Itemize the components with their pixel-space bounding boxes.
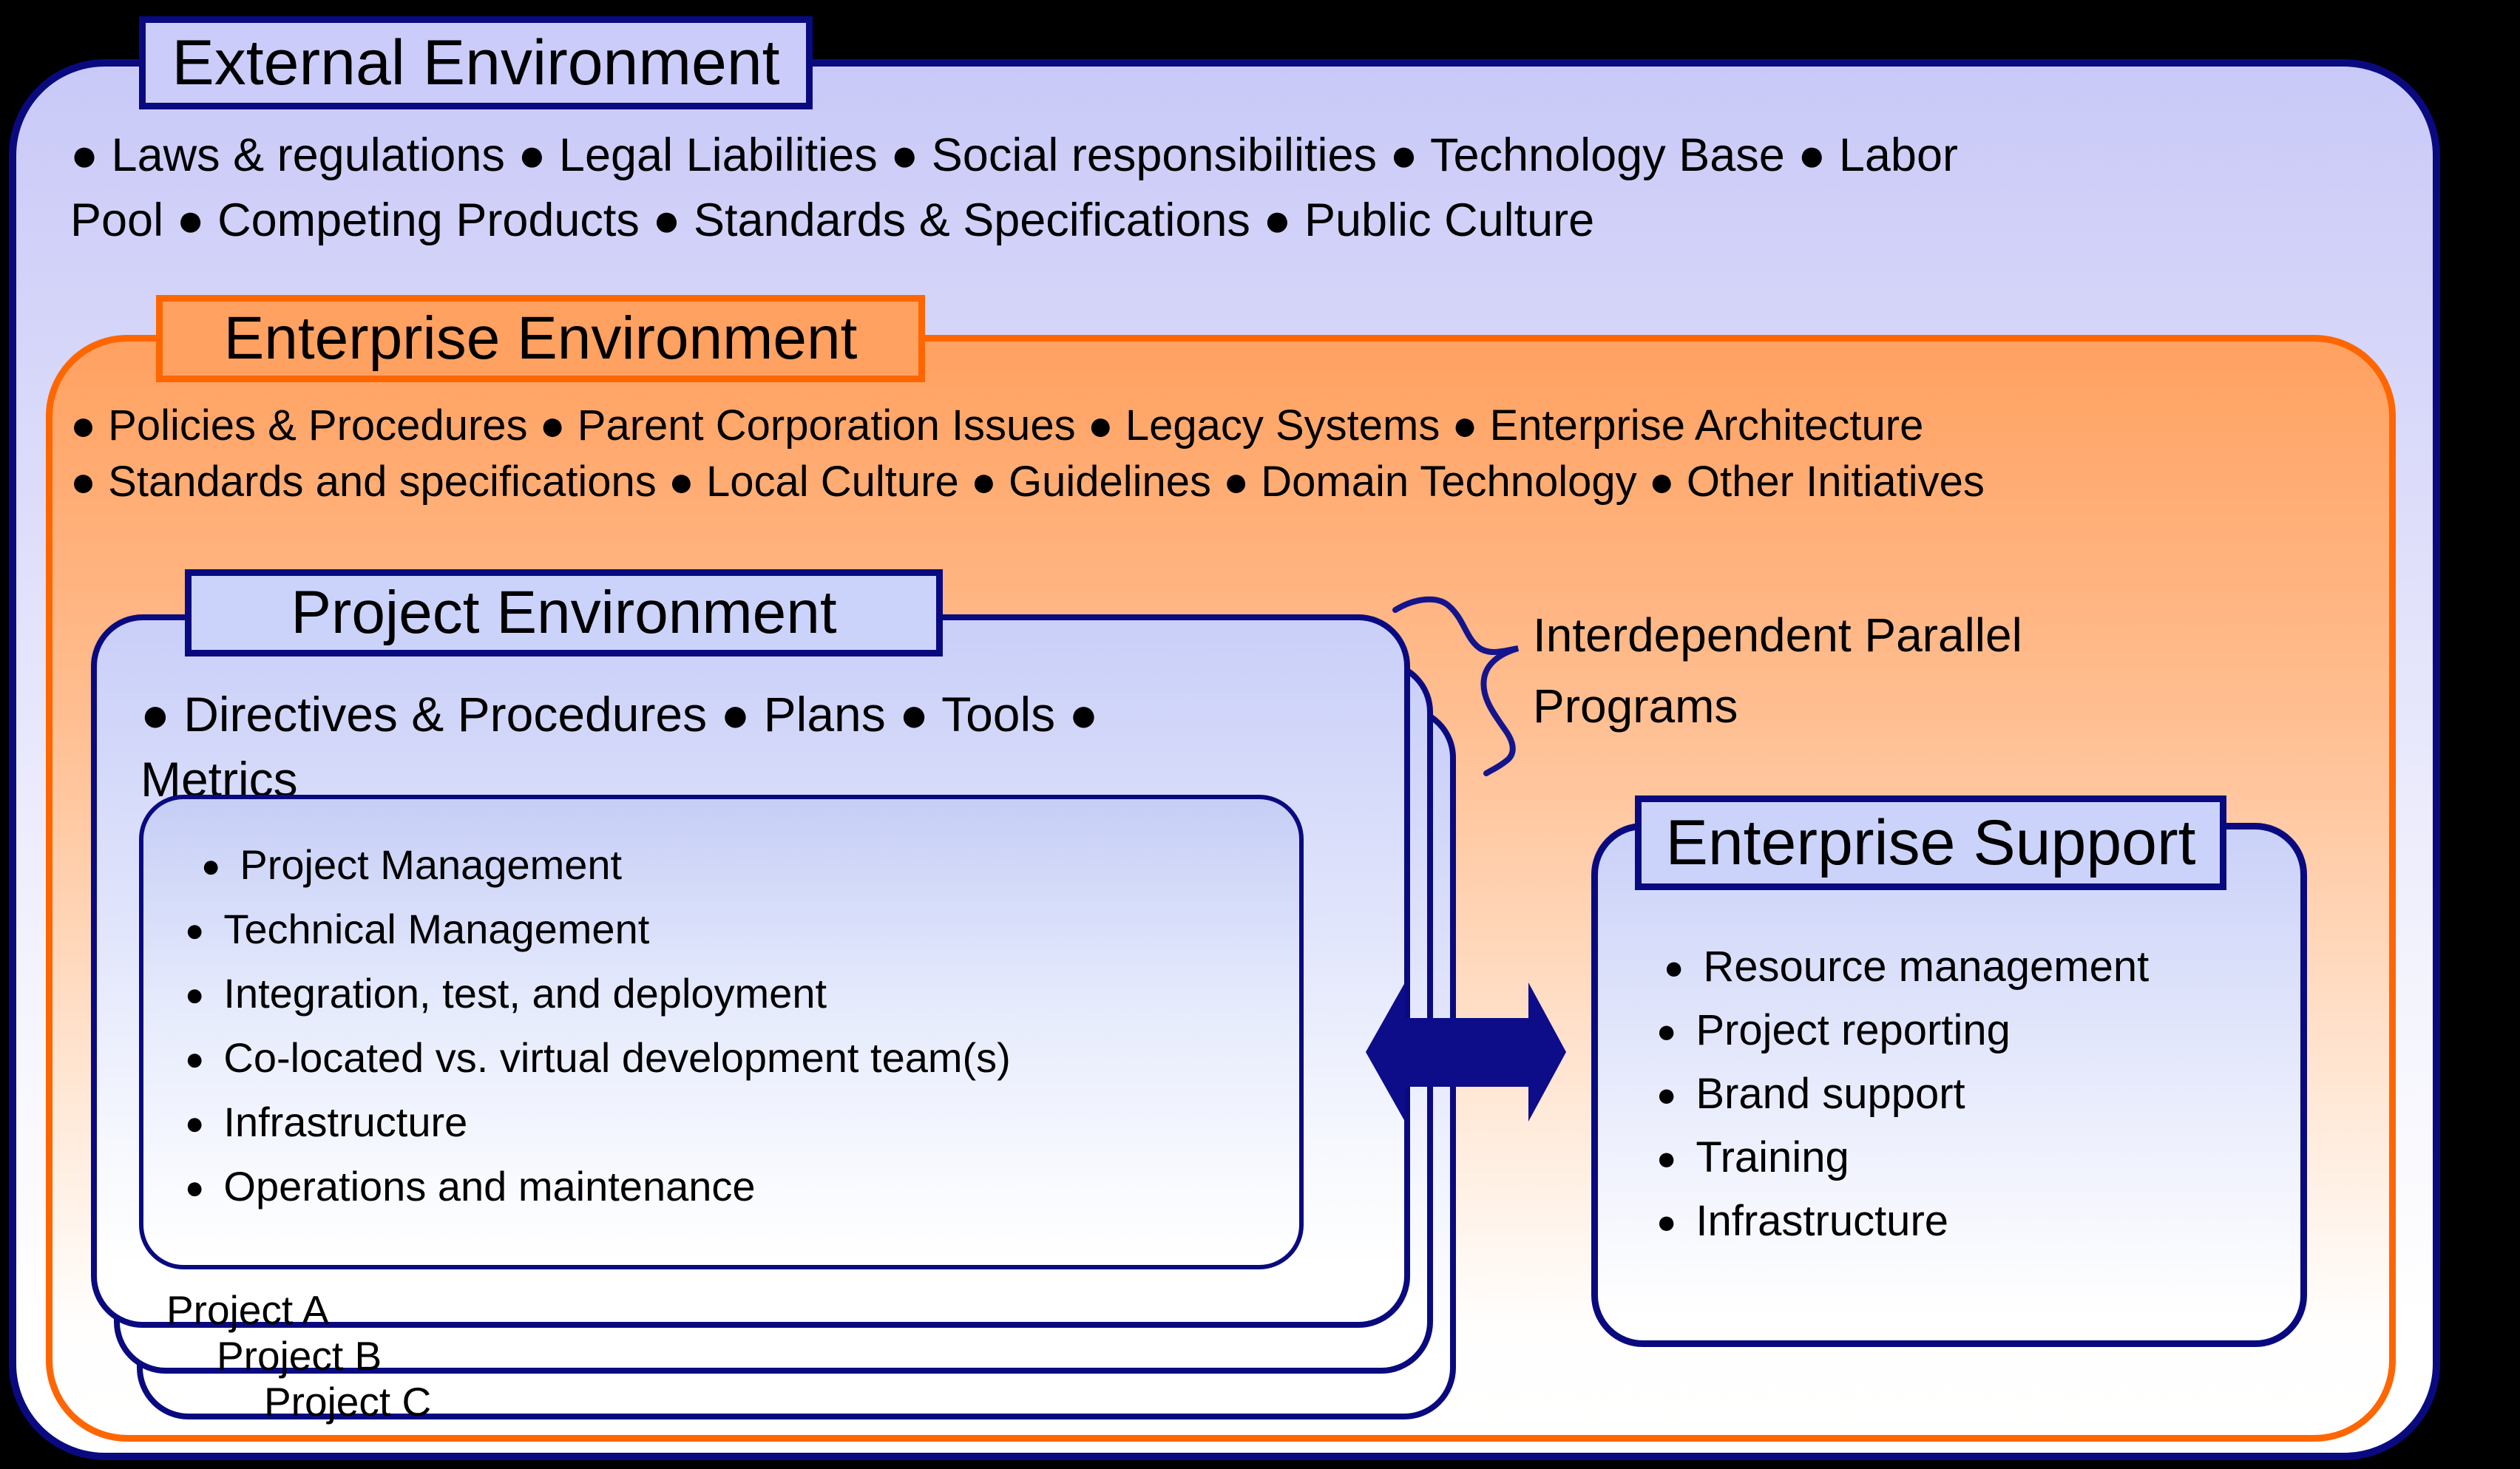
enterprise-support-item: ● Project reporting [1656,999,2149,1062]
project-scope-item-label: Project Management [240,841,623,888]
enterprise-environment-title: Enterprise Environment [156,295,925,382]
bullet-icon: ● [1656,1012,1677,1051]
enterprise-support-item-label: Infrastructure [1696,1197,1949,1245]
enterprise-support-item-label: Brand support [1696,1070,1965,1118]
project-scope-item: ● Integration, test, and deployment [185,961,1011,1025]
project-scope-item-label: Co-located vs. virtual development team(… [223,1034,1011,1081]
bullet-icon: ● [1656,1203,1677,1241]
external-environment-bullets-line1: ● Laws & regulations ● Legal Liabilities… [70,129,1958,181]
project-label-a: Project A [166,1287,330,1333]
bullet-icon: ● [185,977,205,1014]
project-scope-item-label: Infrastructure [223,1099,468,1145]
enterprise-support-list: ●Resource management ●Project reporting … [1656,935,2149,1253]
project-environment-title: Project Environment [185,569,943,657]
project-scope-item: ● Technical Management [185,897,1011,961]
enterprise-support-item-label: Training [1696,1133,1849,1181]
project-scope-list: ●Project Management ●Technical Managemen… [185,832,1011,1218]
project-scope-item: ● Operations and maintenance [185,1154,1011,1218]
project-scope-box [139,795,1304,1269]
interdependent-annotation-line1: Interdependent Parallel [1533,608,2022,662]
project-scope-item: ● Project Management [185,832,1011,897]
bullet-icon: ● [1656,1076,1677,1114]
external-environment-title: External Environment [139,16,813,109]
bullet-icon: ● [185,912,205,949]
project-scope-item-label: Integration, test, and deployment [223,970,827,1017]
enterprise-support-item: ● Brand support [1656,1062,2149,1126]
project-scope-item: ● Infrastructure [185,1090,1011,1154]
enterprise-support-title: Enterprise Support [1635,795,2226,890]
enterprise-support-item: ● Training [1656,1126,2149,1190]
bullet-icon: ● [185,1170,205,1207]
enterprise-support-item: ● Infrastructure [1656,1190,2149,1253]
project-scope-item-label: Operations and maintenance [223,1163,756,1210]
bullet-icon: ● [1656,1139,1677,1178]
enterprise-environment-bullets-line2: ● Standards and specifications ● Local C… [70,458,1985,506]
enterprise-support-item-label: Project reporting [1696,1006,2011,1054]
project-scope-item: ● Co-located vs. virtual development team… [185,1025,1011,1090]
enterprise-support-item-label: Resource management [1703,943,2150,991]
enterprise-environment-bullets-line1: ● Policies & Procedures ● Parent Corpora… [70,401,1924,449]
bullet-icon: ● [1664,949,1684,987]
enterprise-support-box [1591,823,2307,1347]
external-environment-bullets-line2: Pool ● Competing Products ● Standards & … [70,194,1595,246]
project-scope-item-label: Technical Management [223,906,650,952]
project-environment-bullets-line1: ● Directives & Procedures ● Plans ● Tool… [140,687,1099,742]
enterprise-support-item: ● Resource management [1656,935,2149,999]
interdependent-annotation-line2: Programs [1533,679,1738,733]
project-label-b: Project B [217,1333,382,1379]
project-label-c: Project C [264,1379,432,1425]
bullet-icon: ● [185,1041,205,1078]
bullet-icon: ● [185,1105,205,1142]
bullet-icon: ● [201,848,221,885]
